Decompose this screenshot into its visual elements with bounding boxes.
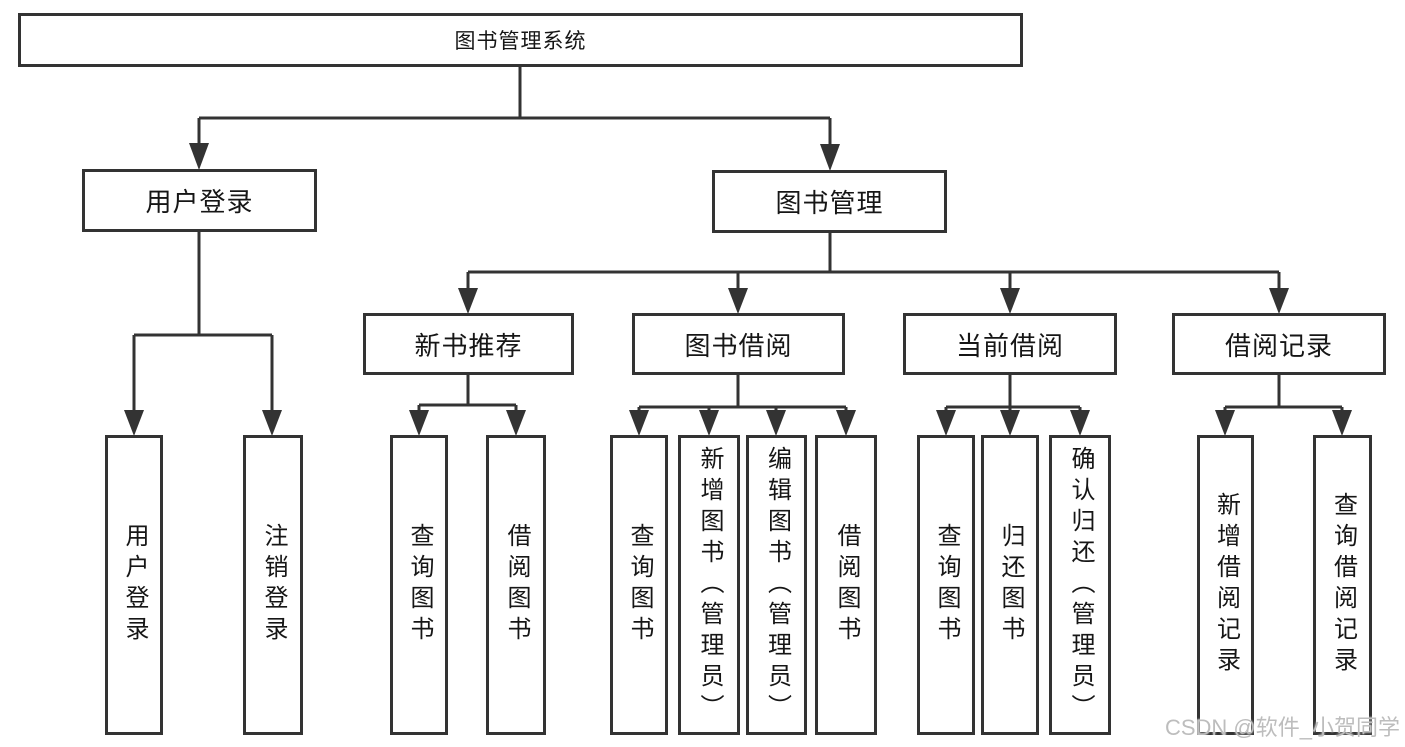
node-borrowing-records-label: 借阅记录 — [1224, 330, 1333, 361]
node-root: 图书管理系统 — [18, 13, 1023, 67]
leaf-confirm-return-admin-label: 确认归还（管理员） — [1067, 445, 1094, 725]
leaf-borrow-books-recommendation-label: 借阅图书 — [503, 523, 530, 647]
node-book-management-group: 图书管理 — [712, 170, 947, 233]
leaf-logout-label: 注销登录 — [260, 523, 287, 647]
leaf-add-borrow-record-label: 新增借阅记录 — [1212, 492, 1240, 678]
leaf-borrow-books-recommendation: 借阅图书 — [486, 435, 546, 735]
leaf-borrow-books-label: 借阅图书 — [833, 523, 860, 647]
leaf-user-login-label: 用户登录 — [121, 523, 148, 647]
node-book-borrowing: 图书借阅 — [632, 313, 845, 375]
leaf-add-books-admin-label: 新增图书（管理员） — [696, 445, 723, 725]
leaf-return-books: 归还图书 — [981, 435, 1039, 735]
csdn-watermark: CSDN @软件_小贺同学 — [1164, 715, 1400, 740]
node-user-login-group-label: 用户登录 — [145, 187, 254, 217]
node-borrowing-records: 借阅记录 — [1172, 313, 1386, 375]
node-new-book-recommendation-label: 新书推荐 — [414, 330, 523, 361]
node-root-label: 图书管理系统 — [454, 30, 587, 53]
leaf-edit-books-admin: 编辑图书（管理员） — [746, 435, 807, 735]
node-book-borrowing-label: 图书借阅 — [684, 330, 793, 361]
leaf-query-books-current-label: 查询图书 — [933, 523, 960, 647]
leaf-add-borrow-record: 新增借阅记录 — [1197, 435, 1254, 735]
node-current-borrowing-label: 当前借阅 — [955, 330, 1064, 361]
leaf-query-books-recommendation-label: 查询图书 — [406, 523, 433, 647]
leaf-return-books-label: 归还图书 — [997, 523, 1024, 647]
node-book-management-group-label: 图书管理 — [775, 188, 884, 218]
leaf-query-books-borrowing: 查询图书 — [610, 435, 668, 735]
leaf-add-books-admin: 新增图书（管理员） — [678, 435, 740, 735]
leaf-query-books-borrowing-label: 查询图书 — [626, 523, 653, 647]
leaf-query-borrow-record-label: 查询借阅记录 — [1329, 492, 1357, 678]
connector-arrowheads — [124, 143, 1352, 436]
leaf-query-books-current: 查询图书 — [917, 435, 975, 735]
leaf-user-login: 用户登录 — [105, 435, 163, 735]
node-current-borrowing: 当前借阅 — [903, 313, 1117, 375]
node-user-login-group: 用户登录 — [82, 169, 317, 232]
leaf-confirm-return-admin: 确认归还（管理员） — [1049, 435, 1111, 735]
connector-edges — [132, 67, 1344, 412]
leaf-edit-books-admin-label: 编辑图书（管理员） — [763, 445, 791, 725]
leaf-query-books-recommendation: 查询图书 — [390, 435, 448, 735]
node-new-book-recommendation: 新书推荐 — [363, 313, 574, 375]
leaf-borrow-books: 借阅图书 — [815, 435, 877, 735]
leaf-logout: 注销登录 — [243, 435, 303, 735]
leaf-query-borrow-record: 查询借阅记录 — [1313, 435, 1372, 735]
